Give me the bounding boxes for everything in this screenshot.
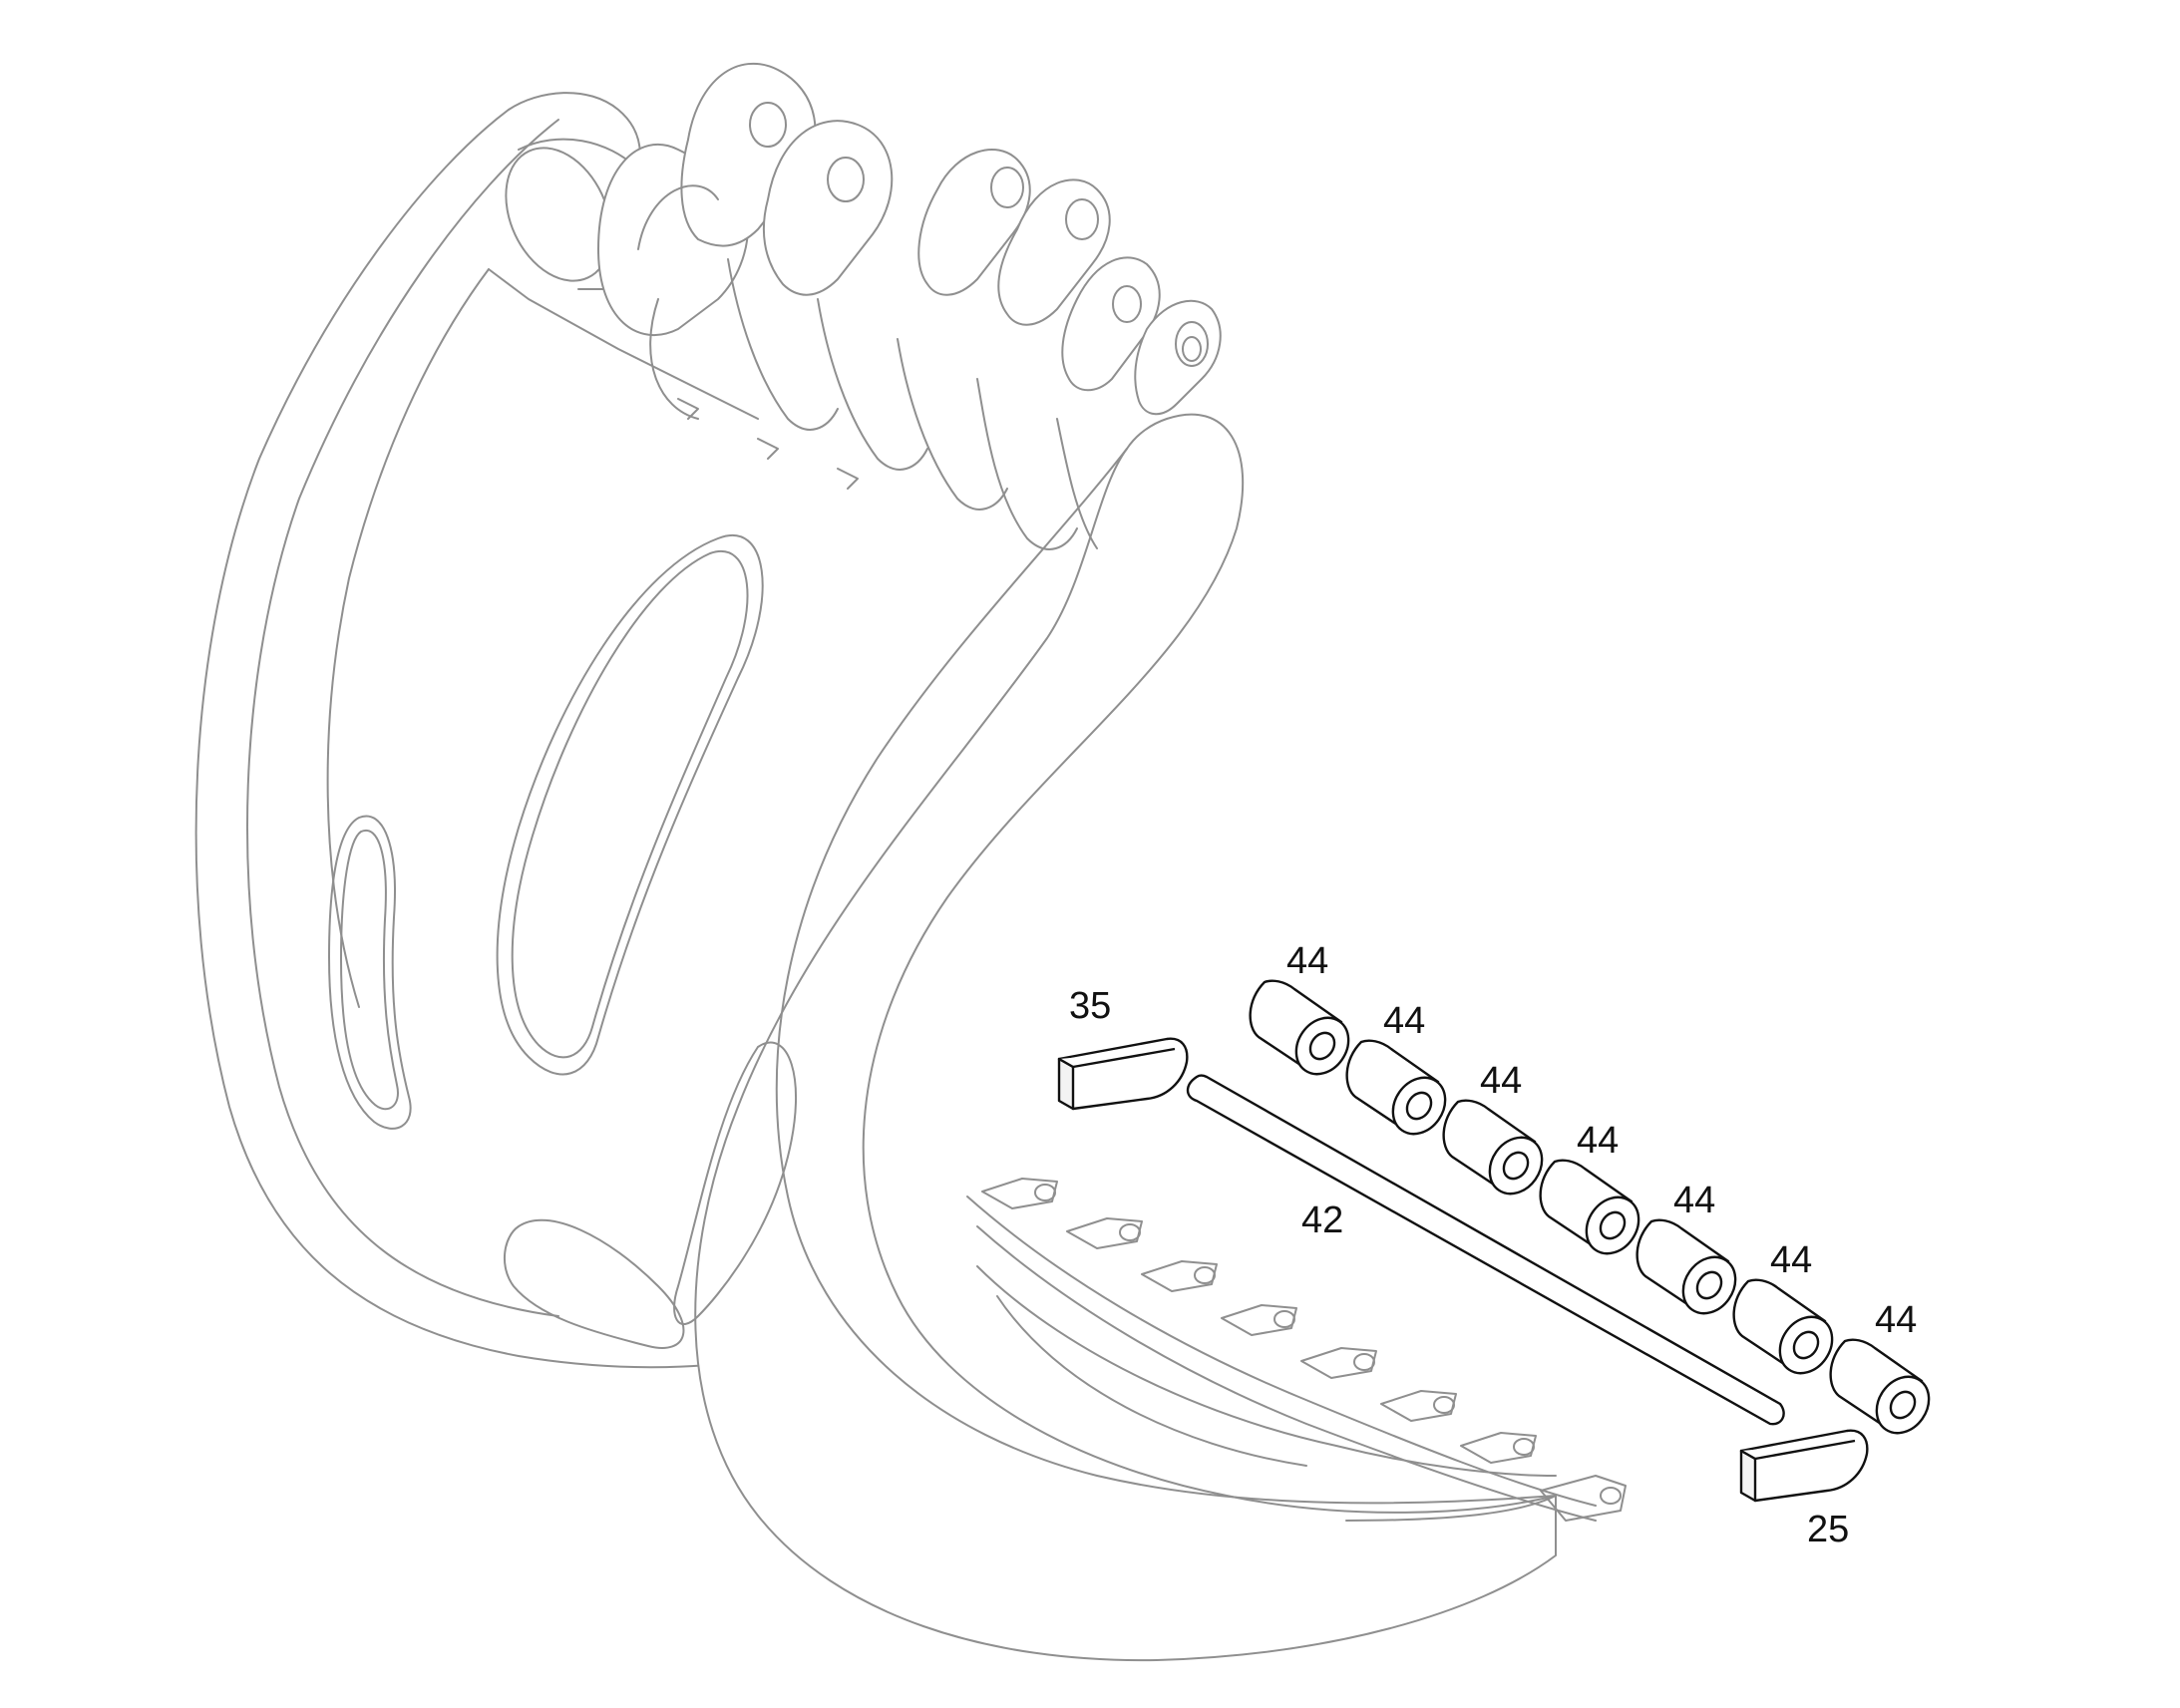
callout-44-6: 44 — [1770, 1239, 1813, 1281]
callout-42: 42 — [1301, 1199, 1344, 1241]
grapple-body — [194, 62, 1627, 1662]
bushing-2 — [1345, 1039, 1447, 1136]
part-42-rod — [1186, 1074, 1785, 1426]
bushing-6 — [1732, 1278, 1834, 1375]
callout-25: 25 — [1807, 1509, 1850, 1550]
callout-44-1: 44 — [1286, 940, 1329, 982]
callout-44-2: 44 — [1383, 1000, 1426, 1042]
callout-44-5: 44 — [1673, 1180, 1716, 1221]
callout-44-3: 44 — [1480, 1060, 1523, 1102]
callout-44-4: 44 — [1577, 1120, 1620, 1162]
edge-teeth — [981, 1178, 1627, 1522]
part-44-bushings — [1249, 979, 1931, 1435]
bushing-4 — [1539, 1159, 1640, 1255]
bushing-5 — [1635, 1218, 1737, 1315]
callout-35: 35 — [1069, 985, 1112, 1027]
pivot-lugs — [597, 62, 1222, 416]
hub-rings — [637, 184, 1098, 550]
callout-44-7: 44 — [1875, 1299, 1918, 1341]
bushing-3 — [1442, 1099, 1544, 1196]
bushing-7 — [1829, 1338, 1931, 1435]
part-25-end-cap — [1739, 1429, 1869, 1503]
part-35-end-cap — [1057, 1037, 1189, 1111]
bushing-1 — [1249, 979, 1350, 1076]
